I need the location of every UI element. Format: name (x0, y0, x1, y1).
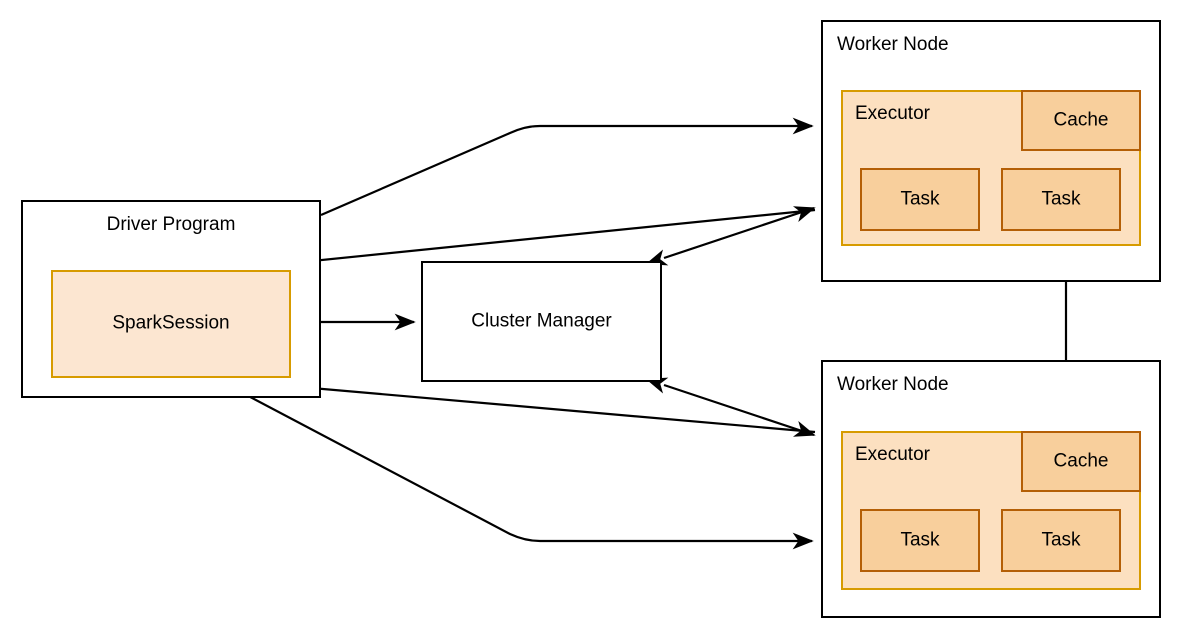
worker-node-1-task-1-label: Task (900, 188, 940, 210)
edge-cluster-manager-to-worker2 (645, 377, 816, 437)
driver-program-title: Driver Program (106, 214, 236, 235)
spark-session-label: SparkSession (112, 312, 230, 334)
worker-node-2-executor-label: Executor (855, 444, 930, 465)
worker-node-1-cache-label: Cache (1053, 109, 1109, 131)
worker-node-2-cache-box[interactable]: Cache (1021, 431, 1141, 492)
worker-node-2-cache-label: Cache (1053, 450, 1109, 472)
worker-node-1-executor-label: Executor (855, 103, 930, 124)
worker-node-2-task-2-label: Task (1041, 529, 1081, 551)
worker-node-1-cache-box[interactable]: Cache (1021, 90, 1141, 151)
worker-node-1-title: Worker Node (837, 34, 949, 55)
edge-driver-to-worker2-executor (236, 389, 814, 550)
worker-node-2-title: Worker Node (837, 374, 949, 395)
edge-cluster-manager-to-worker1 (645, 206, 816, 266)
worker-node-2-task-1-box[interactable]: Task (860, 509, 980, 572)
spark-session-box[interactable]: SparkSession (51, 270, 291, 378)
edge-driver-to-worker1-executor (320, 117, 814, 217)
worker-node-1-task-1-box[interactable]: Task (860, 168, 980, 231)
worker-node-1-task-2-box[interactable]: Task (1001, 168, 1121, 231)
edge-worker1-executor-to-driver (241, 208, 816, 275)
cluster-manager-label: Cluster Manager (471, 310, 612, 332)
worker-node-2-task-2-box[interactable]: Task (1001, 509, 1121, 572)
cluster-manager-box[interactable]: Cluster Manager (421, 261, 662, 382)
worker-node-2-task-1-label: Task (900, 529, 940, 551)
edge-worker2-executor-to-driver (241, 375, 816, 434)
worker-node-1-task-2-label: Task (1041, 188, 1081, 210)
